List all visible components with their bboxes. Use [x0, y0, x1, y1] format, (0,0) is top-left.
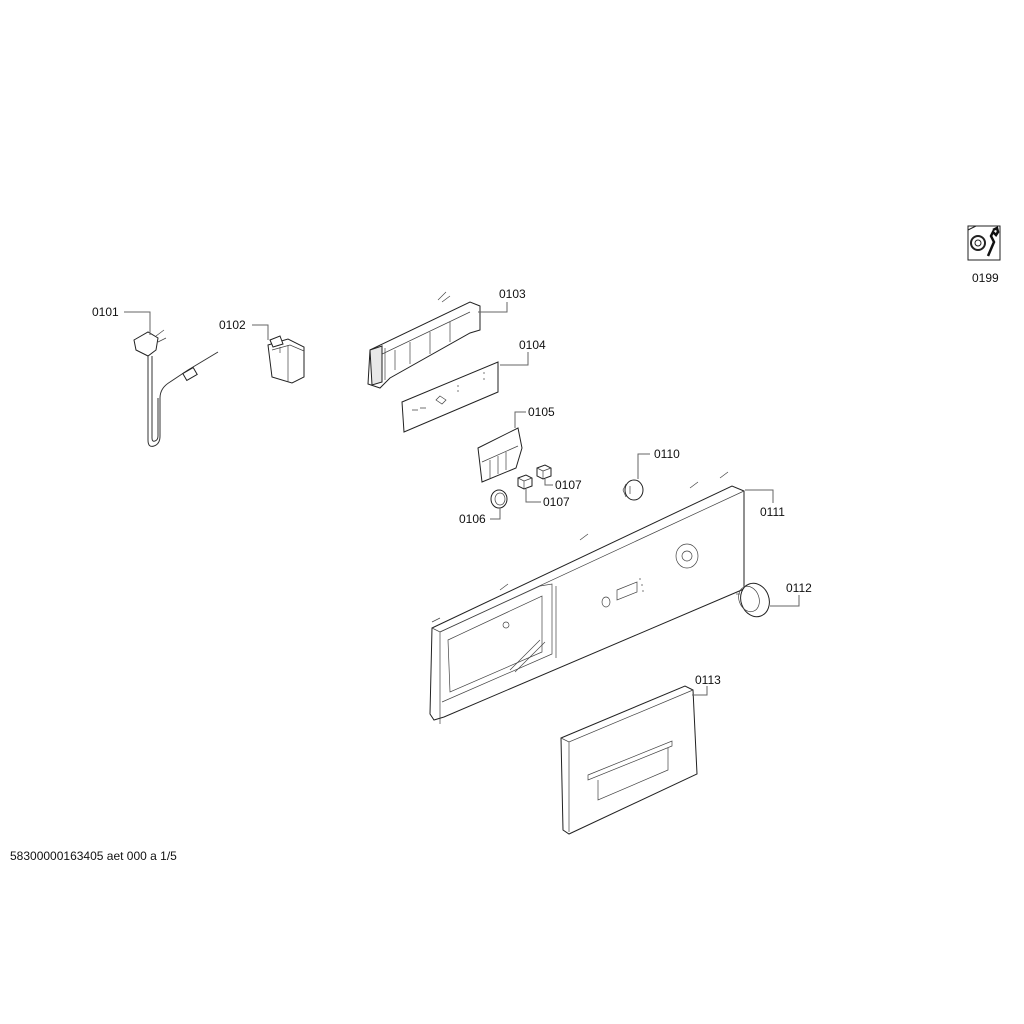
label-0112: 0112 — [786, 581, 812, 595]
label-0111: 0111 — [760, 505, 785, 519]
part-0106-ring[interactable] — [490, 489, 508, 509]
part-0103-module-housing[interactable] — [367, 291, 481, 389]
label-0105: 0105 — [528, 405, 555, 419]
leader-0103 — [478, 302, 508, 313]
part-0105-button-holder[interactable] — [477, 427, 523, 483]
label-0102: 0102 — [219, 318, 246, 332]
leader-0104 — [500, 352, 529, 366]
leader-0106 — [490, 508, 501, 520]
leader-0112 — [770, 595, 800, 607]
service-wrench-icon[interactable] — [967, 225, 1001, 261]
part-0104-control-board[interactable] — [401, 361, 499, 433]
part-0102-interference-filter[interactable] — [267, 335, 305, 384]
part-0101-power-cord[interactable] — [133, 329, 219, 447]
part-0113-dispenser-handle[interactable] — [560, 685, 698, 835]
label-0104: 0104 — [519, 338, 546, 352]
leader-0102 — [252, 324, 269, 340]
part-0107-pushbutton-b[interactable] — [517, 474, 533, 490]
part-0110-knob-adapter[interactable] — [622, 479, 644, 501]
leader-0105 — [514, 411, 526, 428]
part-0112-selector-knob[interactable] — [735, 579, 774, 621]
label-0101: 0101 — [92, 305, 119, 319]
label-0110: 0110 — [654, 447, 680, 461]
leader-0107-b — [525, 489, 541, 503]
leader-0107-a — [544, 479, 553, 486]
part-0111-control-panel[interactable] — [429, 471, 745, 724]
part-0107-pushbutton-a[interactable] — [536, 464, 552, 480]
drawing-reference-footer: 58300000163405 aet 000 a 1/5 — [10, 849, 177, 863]
leader-0113 — [692, 686, 708, 696]
label-0113: 0113 — [695, 673, 721, 687]
label-0107-a: 0107 — [555, 478, 582, 492]
label-0106: 0106 — [459, 512, 486, 526]
leader-0110 — [637, 453, 650, 479]
label-0199: 0199 — [972, 271, 999, 285]
leader-0101 — [124, 311, 151, 335]
leader-0111 — [745, 489, 774, 503]
label-0107-b: 0107 — [543, 495, 570, 509]
label-0103: 0103 — [499, 287, 526, 301]
